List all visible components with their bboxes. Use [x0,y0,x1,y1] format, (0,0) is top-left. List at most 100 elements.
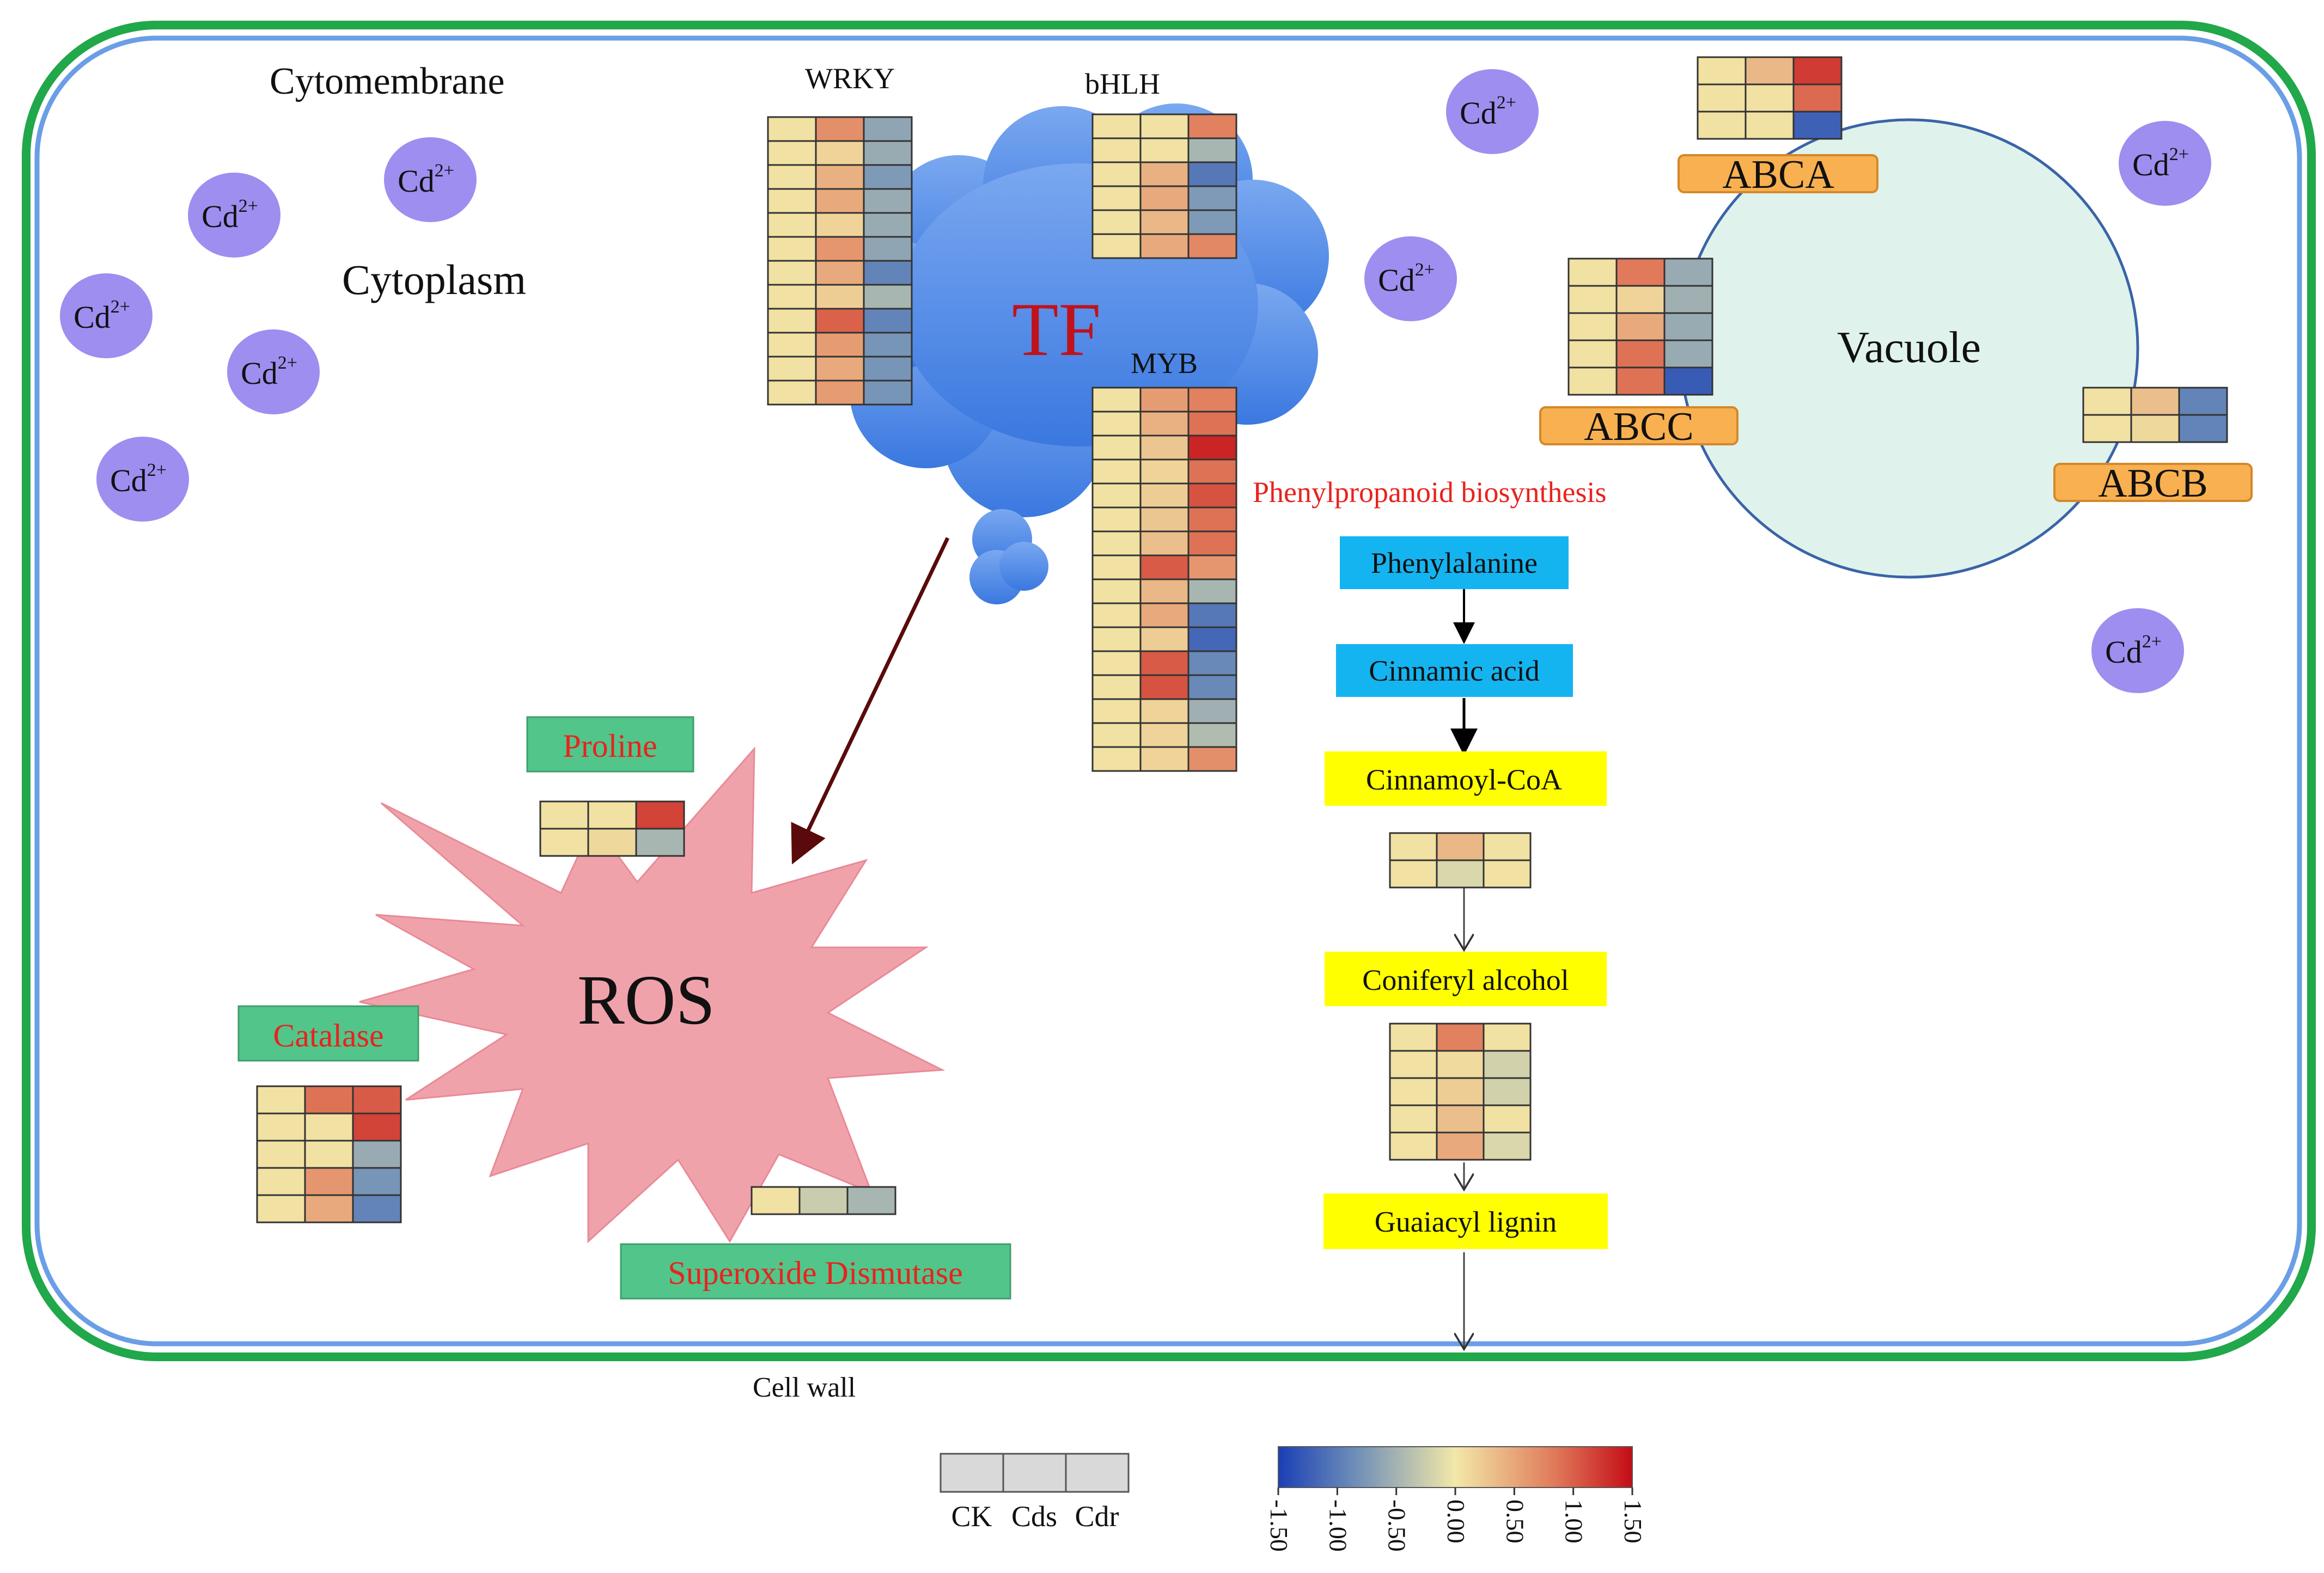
heatmap-cell [1483,1104,1532,1134]
heatmap-cell [1139,674,1190,700]
heatmap-cell [1663,339,1713,369]
heatmap-cell [304,1167,354,1196]
tf-label: TF [1012,287,1101,372]
heatmap-cell [1187,602,1237,628]
heatmap-cell [1091,482,1142,509]
heatmap-cell [815,308,865,334]
heatmap-cell [1187,185,1237,211]
heatmap-cell [1139,626,1190,652]
heatmap-cell [1139,185,1190,211]
heatmap-cell [767,260,817,286]
heatmap-cell [587,828,637,857]
heatmap-cell [863,188,913,214]
color-scale-bar [1278,1446,1633,1488]
heatmap-cell [815,380,865,406]
heatmap-cell [1091,434,1142,461]
heatmap-cell [352,1112,402,1142]
heatmap-cell [767,332,817,358]
heatmap-cell [1091,530,1142,556]
proline-label: Proline [563,728,657,764]
sod-box [620,1243,1011,1300]
abcc-label: ABCC [1584,405,1694,449]
heatmap-cell [815,116,865,142]
heatmap-cell [1567,339,1618,369]
heatmap-cell [1389,859,1438,889]
heatmap-cell [1187,746,1237,772]
heatmap-cell [2178,414,2228,443]
heatmap-cell [1187,698,1237,724]
step-guaiacyl-lignin [1323,1193,1608,1249]
heatmap-cell [1139,458,1190,485]
heatmap-cell [304,1112,354,1142]
scale-tick-label: 0.50 [1501,1499,1529,1544]
heatmap-cell [1187,161,1237,187]
heatmap-cell [1663,285,1713,314]
heatmap-cell [539,800,589,830]
heatmap-cell [1436,1131,1485,1161]
heatmap-cell [1091,233,1142,259]
heatmap-cell [1187,434,1237,461]
scale-tick-label: -0.50 [1383,1499,1411,1552]
heatmap-cell [815,188,865,214]
heatmap-cell [815,284,865,310]
cd-ion: Cd2+ [60,273,153,358]
heatmap-cell [767,212,817,238]
heatmap-cell [1187,506,1237,533]
heatmap-cell [352,1085,402,1115]
abcc-box [1539,406,1739,445]
proline-box [526,716,694,773]
heatmap-abcb [2082,387,2228,443]
heatmap-cell [1187,650,1237,676]
heatmap-wrky [767,116,913,406]
cytomembrane-label: Cytomembrane [270,60,505,102]
heatmap-cell [1615,285,1666,314]
heatmap-cell [1091,578,1142,604]
heatmap-cell [256,1167,306,1196]
heatmap-cell [1483,1050,1532,1079]
svg-text:Cd2+: Cd2+ [2105,632,2162,670]
cd-ion: Cd2+ [1446,69,1539,154]
heatmap-cell [1744,83,1795,113]
heatmap-cell [1091,137,1142,163]
step-phenylalanine-label: Phenylalanine [1371,547,1538,579]
svg-text:Cd2+: Cd2+ [2132,144,2189,182]
heatmap-cell [1567,285,1618,314]
heatmap-cell [863,140,913,166]
heatmap-cell [1187,482,1237,509]
heatmap-cell [767,164,817,190]
step-cinnamic-acid [1336,644,1573,697]
heatmap-cell [1615,339,1666,369]
heatmap-cell [352,1194,402,1223]
heatmap-cell [1139,113,1190,139]
legend-samples: CK Cds Cdr [940,1453,1130,1533]
heatmap-cell [767,188,817,214]
heatmap-cell [1139,554,1190,580]
heatmap-cell [635,828,685,857]
heatmap-cell [1389,1023,1438,1052]
legend-sample-cds: Cds [1011,1500,1057,1533]
step-cinnamic-acid-label: Cinnamic acid [1369,654,1539,687]
heatmap-myb [1091,387,1237,772]
heatmap-cell [1091,458,1142,485]
heatmap-cell [1663,366,1713,396]
heatmap-cell [1615,258,1666,287]
heatmap-cell [1436,1050,1485,1079]
heatmap-cell [1091,674,1142,700]
heatmap-cell [1389,832,1438,861]
heatmap-cell [1091,185,1142,211]
heatmap-cell [815,164,865,190]
heatmap-cell [1483,859,1532,889]
heatmap-cell [1615,312,1666,341]
heatmap-cell [1139,209,1190,235]
cell-wall [22,21,2316,1361]
abcb-box [2053,463,2253,502]
heatmap-cell [1436,859,1485,889]
heatmap-cell [1187,411,1237,437]
heatmap-cell [1139,650,1190,676]
vacuole-label: Vacuole [1837,322,1981,372]
heatmap-cell [1139,387,1190,413]
step-guaiacyl-lignin-label: Guaiacyl lignin [1375,1205,1557,1238]
heatmap-cell [1139,698,1190,724]
